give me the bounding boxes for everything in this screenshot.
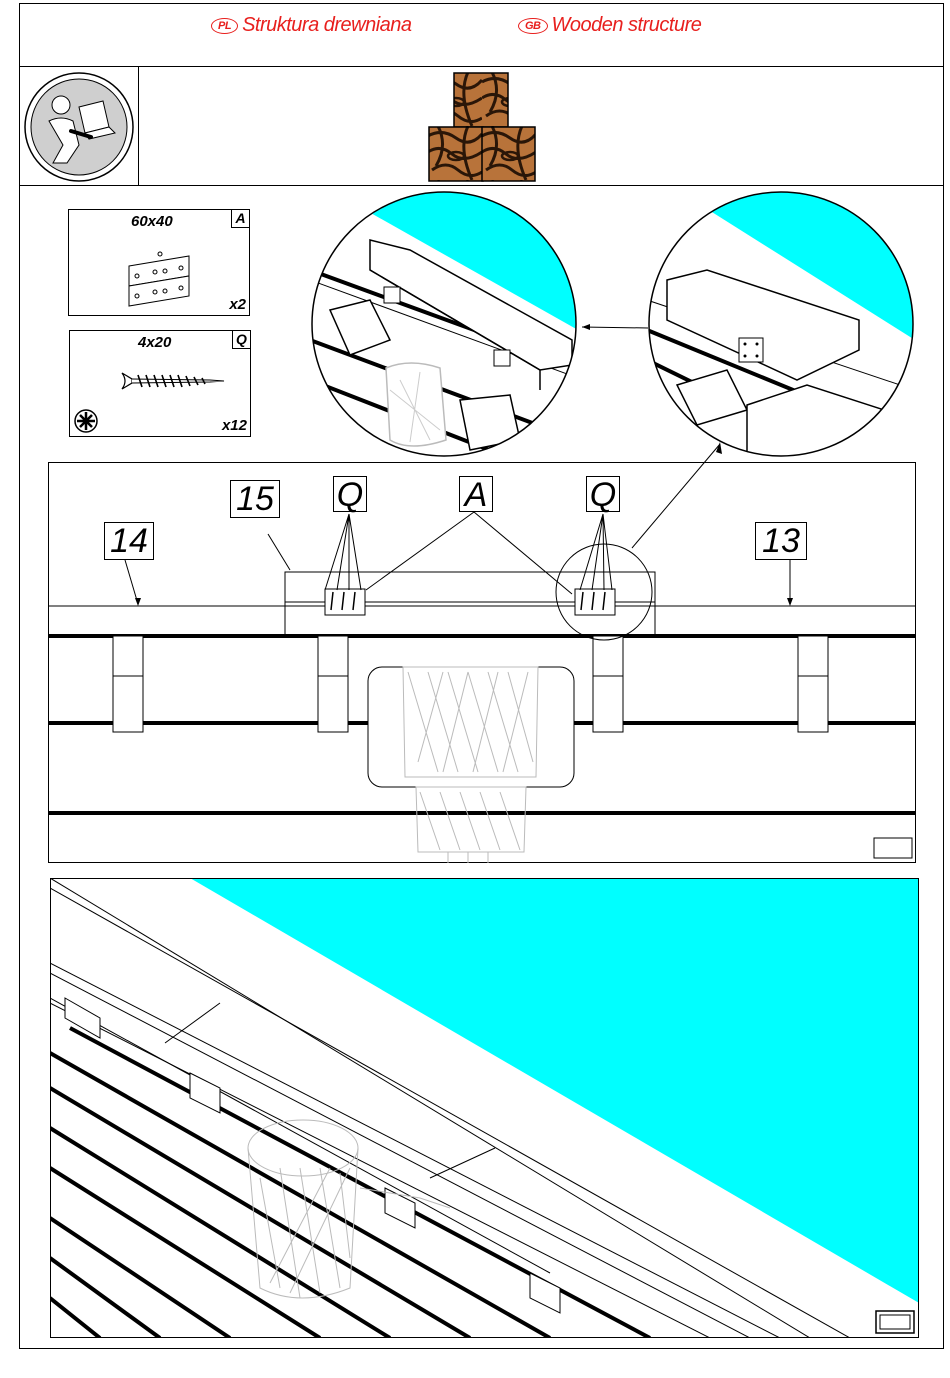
callout-a: A bbox=[459, 476, 493, 512]
callout-q-right: Q bbox=[586, 476, 620, 512]
callout-13: 13 bbox=[755, 522, 807, 560]
perspective-view-drawing bbox=[50, 878, 919, 1338]
callout-q-left: Q bbox=[333, 476, 367, 512]
callout-14: 14 bbox=[104, 522, 154, 560]
callout-15: 15 bbox=[230, 480, 280, 518]
